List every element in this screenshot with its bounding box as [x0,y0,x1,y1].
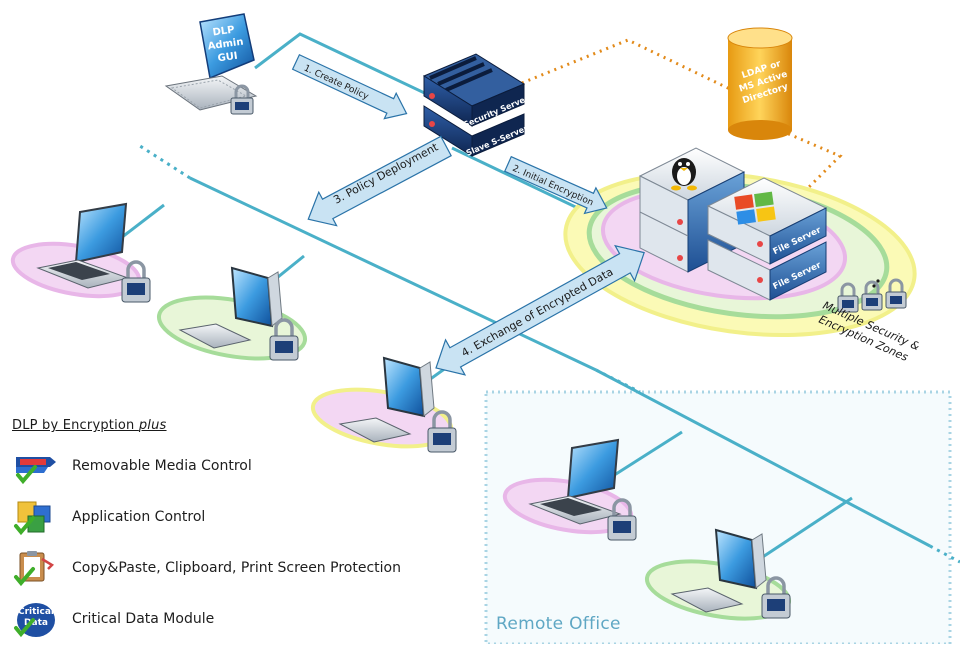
remote-desktop-lock-icon [761,576,791,619]
feature-label: Application Control [72,509,206,525]
client-desktop-1 [156,266,308,361]
feature-list: DLP by Encryption plus Removable Media C… [12,418,482,651]
critical-icon-text-1: Critical [18,607,54,617]
feature-item-removable-media: Removable Media Control [12,447,482,485]
step3-label: 3. Policy Deployment [331,140,440,206]
usb-icon [16,457,56,485]
admin-lock-icon [230,84,254,115]
zone-lock-icon [837,282,859,313]
admin-workstation: DLP Admin GUI [164,13,258,115]
remote-office-label: Remote Office [496,614,621,634]
remote-laptop-lock-icon [607,498,637,541]
admin-gui-label-2: Admin [207,37,244,53]
feature-label: Copy&Paste, Clipboard, Print Screen Prot… [72,560,401,576]
remote-laptop [502,438,637,541]
step4-label: 4. Exchange of Encrypted Data [459,265,615,359]
linux-penguin-icon [671,158,697,191]
ldap-directory-cylinder: LDAP or MS Active Directory [727,27,793,140]
client-desktop-2 [310,356,457,453]
desktop-2-lock-icon [427,410,457,453]
arrow-exchange-encrypted-data: 4. Exchange of Encrypted Data [435,244,645,376]
office-apps-icon [14,501,51,536]
feature-heading-suffix: plus [138,418,167,433]
zone-lock-icon [885,278,907,309]
admin-gui-label-1: DLP [212,25,235,39]
remote-desktop [644,528,792,621]
zone-lock-icon [861,280,883,311]
feature-label: Critical Data Module [72,611,215,627]
client-laptop-1 [10,202,151,303]
file-server-cluster: File Server File Server [638,147,828,301]
arrow-initial-encryption: 2. Initial Encryption [503,155,608,215]
critical-icon-text-2: Data [24,618,48,628]
step2-label: 2. Initial Encryption [511,164,595,209]
feature-heading-text: DLP by Encryption [12,418,135,433]
admin-gui-label-3: GUI [217,51,238,65]
laptop-1-lock-icon [121,260,151,303]
clipboard-icon [14,551,55,587]
zone-locks [837,278,907,313]
critical-data-icon: Critical Data [14,603,55,638]
arrow-policy-deployment [307,135,452,227]
feature-item-critical-data: Critical Data Critical Data Module [12,600,482,638]
feature-item-clipboard-protection: Copy&Paste, Clipboard, Print Screen Prot… [12,549,482,587]
windows-logo-icon [734,191,776,225]
desktop-1-lock-icon [269,318,299,361]
feature-label: Removable Media Control [72,458,252,474]
arrow-create-policy: 1. Create Policy [291,53,408,120]
feature-item-application-control: Application Control [12,498,482,536]
feature-heading: DLP by Encryption plus [12,418,482,433]
